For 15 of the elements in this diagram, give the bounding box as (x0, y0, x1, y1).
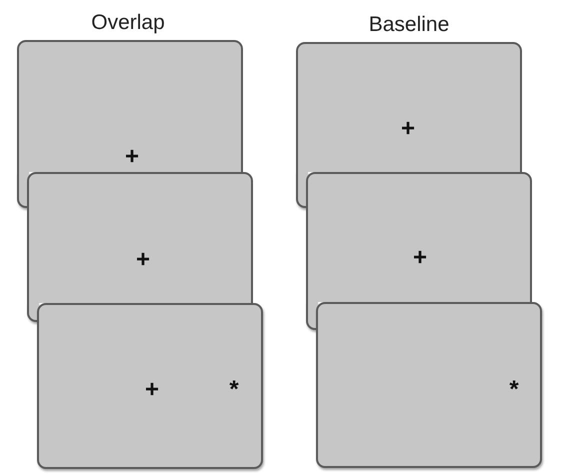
stimulus-symbol: + (145, 378, 159, 402)
column-heading: Overlap (91, 12, 165, 33)
stimulus-symbol: + (401, 117, 415, 141)
column-heading: Baseline (368, 14, 450, 35)
stimulus-symbol: + (413, 246, 427, 270)
display-screen (27, 172, 253, 303)
display-screen (37, 303, 263, 469)
stimulus-symbol: * (229, 378, 239, 402)
display-screen (306, 172, 532, 302)
stimulus-symbol: + (136, 248, 150, 272)
display-screen (316, 302, 542, 468)
display-screen (296, 42, 522, 172)
display-screen (17, 40, 243, 172)
stimulus-symbol: * (509, 378, 519, 402)
stimulus-symbol: + (125, 145, 139, 169)
